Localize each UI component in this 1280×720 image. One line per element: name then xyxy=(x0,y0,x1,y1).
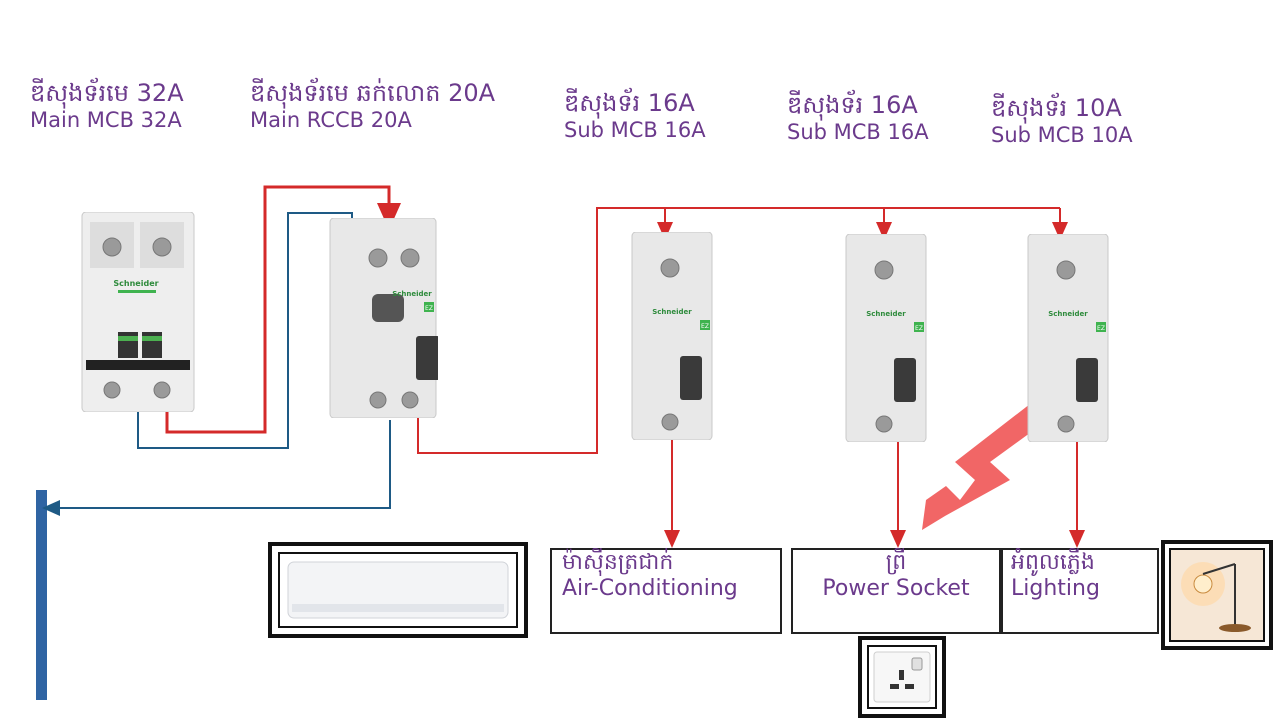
main-mcb-image: Schneider xyxy=(81,212,195,412)
main-rccb-label-km: ឌីសុងទ័រមេ ឆក់លោត 20A xyxy=(250,79,496,107)
load-air-conditioning: ម៉ាស៊ីនត្រជាក់ Air-Conditioning xyxy=(550,548,782,634)
main-mcb-label-en: Main MCB 32A xyxy=(30,107,182,132)
neutral-wire-earth xyxy=(42,420,391,516)
rccb-brand-text: Schneider xyxy=(392,290,432,298)
lamp-frame xyxy=(1161,540,1273,650)
live-wire-main xyxy=(165,185,401,434)
sub-mcb-3-label-km: ឌីសុងទ័រ 10A xyxy=(991,94,1122,122)
brand-text: Schneider xyxy=(113,279,158,288)
sub-mcb-3-label: ឌីសុងទ័រ 10A Sub MCB 10A xyxy=(991,94,1133,147)
sub-mcb-3-label-en: Sub MCB 10A xyxy=(991,122,1133,147)
sub-mcb-1-image: Schneider EZ xyxy=(631,232,713,440)
sub-mcb-2-image: Schneider EZ xyxy=(845,234,927,442)
sub-mcb-3-brand: Schneider xyxy=(1048,310,1088,318)
sub-mcb-1-ez: EZ xyxy=(701,323,709,330)
sub-mcb-2-brand: Schneider xyxy=(866,310,906,318)
sub-mcb-1-label-en: Sub MCB 16A xyxy=(564,117,706,142)
main-mcb-label-km: ឌីសុងទ័រមេ 32A xyxy=(30,79,184,107)
wall-socket-icon xyxy=(867,645,937,709)
air-conditioner-inner-frame xyxy=(278,552,518,628)
sub-mcb-3-ez: EZ xyxy=(1097,325,1105,332)
sub-mcb-3-image: Schneider EZ xyxy=(1027,234,1109,442)
sub-mcb-1-label: ឌីសុងទ័រ 16A Sub MCB 16A xyxy=(564,89,706,142)
load-power-socket: ព្រី Power Socket xyxy=(791,548,1001,634)
lamp-icon xyxy=(1169,548,1265,642)
air-conditioner-frame xyxy=(268,542,528,638)
load-lighting-en: Lighting xyxy=(1011,576,1100,602)
load-lighting-km: អំពូលភ្លើង xyxy=(1011,550,1095,575)
sub-mcb-2-label-en: Sub MCB 16A xyxy=(787,119,929,144)
wall-socket-frame xyxy=(858,636,946,718)
live-bus xyxy=(417,207,1060,454)
main-mcb-label: ឌីសុងទ័រមេ 32A Main MCB 32A xyxy=(30,79,184,132)
lightning-bolt-icon xyxy=(922,404,1045,530)
sub-mcb-2-label-km: ឌីសុងទ័រ 16A xyxy=(787,91,918,119)
sub-mcb-1-brand: Schneider xyxy=(652,308,692,316)
load-lighting: អំពូលភ្លើង Lighting xyxy=(1001,548,1159,634)
load-power-socket-km: ព្រី xyxy=(885,550,907,575)
sub-mcb-2-label: ឌីសុងទ័រ 16A Sub MCB 16A xyxy=(787,91,929,144)
rccb-ez-badge: EZ xyxy=(425,305,433,312)
load-power-socket-en: Power Socket xyxy=(822,576,970,602)
load-air-conditioning-km: ម៉ាស៊ីនត្រជាក់ xyxy=(562,550,674,575)
sub-mcb-1-label-km: ឌីសុងទ័រ 16A xyxy=(564,89,695,117)
sub-mcb-2-ez: EZ xyxy=(915,325,923,332)
main-rccb-label-en: Main RCCB 20A xyxy=(250,107,412,132)
air-conditioner-icon xyxy=(287,561,509,619)
main-rccb-label: ឌីសុងទ័រមេ ឆក់លោត 20A Main RCCB 20A xyxy=(250,79,496,132)
load-air-conditioning-en: Air-Conditioning xyxy=(562,576,738,602)
neutral-wire-main xyxy=(137,212,360,449)
main-rccb-image: Schneider EZ xyxy=(329,218,438,418)
earth-bar xyxy=(36,490,47,700)
